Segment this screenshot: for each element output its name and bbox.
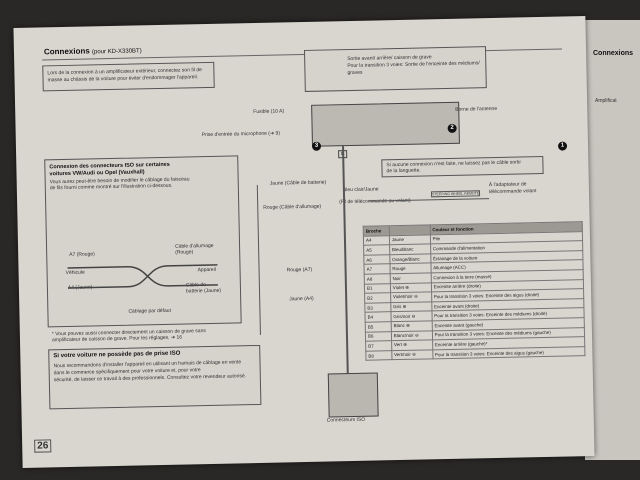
head-unit-diagram <box>311 101 460 147</box>
pin-cell: B7 <box>365 340 392 351</box>
iso-a7-label: A7 (Rouge) <box>69 251 95 258</box>
pin-cell: A7 <box>363 264 390 275</box>
remote-box: STEERING WHEEL REMOTE <box>430 190 481 198</box>
iso-connector <box>327 372 379 418</box>
pin-cell: A4 <box>363 235 390 246</box>
yellow-battery-label: Jaune (Câble de batterie) <box>269 179 327 187</box>
top-note-box: Lors de la connexion à un amplificateur … <box>42 61 215 92</box>
fuse-label: Fusible (10 A) <box>253 108 285 116</box>
iso-body-line2: de fils fourni comme montré sur l'illust… <box>49 182 173 192</box>
pin-cell: B2 <box>364 292 391 303</box>
header-pin: Broche <box>363 225 390 236</box>
manual-page: Connexions (pour KD-X330BT) Lors de la c… <box>13 16 595 468</box>
iso-ignition-line2: (Rouge) <box>175 249 194 256</box>
main-harness-wire <box>342 146 349 375</box>
mic-label: Prise d'entrée du microphone (➜ 9) <box>201 130 281 139</box>
red-a7-label: Rouge (A7) <box>286 266 313 274</box>
adapter-line2: télécommande volant <box>488 188 537 196</box>
page-title: Connexions (pour KD-X330BT) <box>43 46 142 57</box>
battery-wire <box>256 184 261 335</box>
iso-connection-box: Connexion des connecteurs ISO sur certai… <box>44 155 242 328</box>
page-number: 26 <box>34 439 52 453</box>
marker-3: 3 <box>311 141 322 151</box>
next-page-label: Amplificat <box>595 98 617 104</box>
pin-cell: B4 <box>364 312 391 323</box>
subwoofer-box: Sortie avant/ arrière/ caisson de grave … <box>303 46 487 92</box>
pin-cell: B8 <box>365 350 392 361</box>
no-iso-title: Si votre voiture ne possède pas de prise… <box>53 350 181 360</box>
blue-white-label: Bleu clair/Jaune <box>342 186 379 194</box>
pin-cell: B6 <box>365 331 392 342</box>
next-page-title: Connexions <box>593 50 634 57</box>
no-iso-box: Si votre voiture ne possède pas de prise… <box>48 344 262 410</box>
pin-cell: B3 <box>364 302 391 313</box>
yellow-a4-label: Jaune (A4) <box>289 295 314 303</box>
iso-connector-label: Connecteurs ISO <box>326 416 366 424</box>
antenna-label: Borne de l'antenne <box>455 105 498 113</box>
pin-cell: A6 <box>363 254 390 265</box>
red-ignition-label: Rouge (Câble d'allumage) <box>263 203 322 211</box>
no-connection-note: Si aucune connexion n'est faite, ne lais… <box>381 155 544 178</box>
pin-cell: A8 <box>364 273 391 284</box>
marker-1: 1 <box>557 141 568 151</box>
sub-note-line3: graves <box>347 69 363 77</box>
next-page-edge: Connexions Amplificat <box>585 20 640 460</box>
pin-cell: B1 <box>364 283 391 294</box>
function-cell: Pour la transition 3 voies: Enceinte des… <box>432 346 585 360</box>
footnote-line2: amplificateur de caisson de grave. Pour … <box>51 334 183 344</box>
color-cell: Vert/noir ⊖ <box>391 349 433 361</box>
pin-cell: B5 <box>365 321 392 332</box>
pin-cell: A5 <box>363 244 390 256</box>
adapter-line1: À l'adaptateur de <box>488 181 527 189</box>
iso-crossover-diagram <box>67 264 218 289</box>
iso-default-label: Câblage par défaut <box>128 307 172 315</box>
no-conn-line2: de la languette. <box>386 167 421 175</box>
